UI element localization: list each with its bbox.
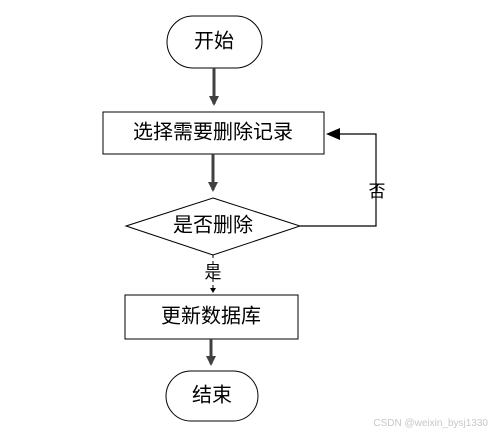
no-branch-line: [300, 133, 377, 227]
yes-branch-arrowhead: [210, 288, 216, 293]
end-node-label: 结束: [192, 383, 232, 407]
start-node: 开始: [166, 15, 263, 69]
no-branch-label: 否: [369, 182, 386, 202]
decision-node: 是否删除: [124, 197, 302, 256]
start-node-label: 开始: [194, 29, 234, 53]
end-node: 结束: [165, 370, 259, 422]
update-database-node: 更新数据库: [124, 294, 299, 340]
decision-label: 是否删除: [173, 213, 253, 237]
select-records-label: 选择需要删除记录: [133, 120, 293, 144]
select-records-node: 选择需要删除记录: [102, 111, 325, 155]
update-database-label: 更新数据库: [161, 304, 261, 328]
yes-branch-label: 是: [205, 263, 222, 283]
watermark-text: CSDN @weixin_bysj1330: [373, 418, 488, 429]
no-branch-arrowhead: [326, 128, 340, 140]
